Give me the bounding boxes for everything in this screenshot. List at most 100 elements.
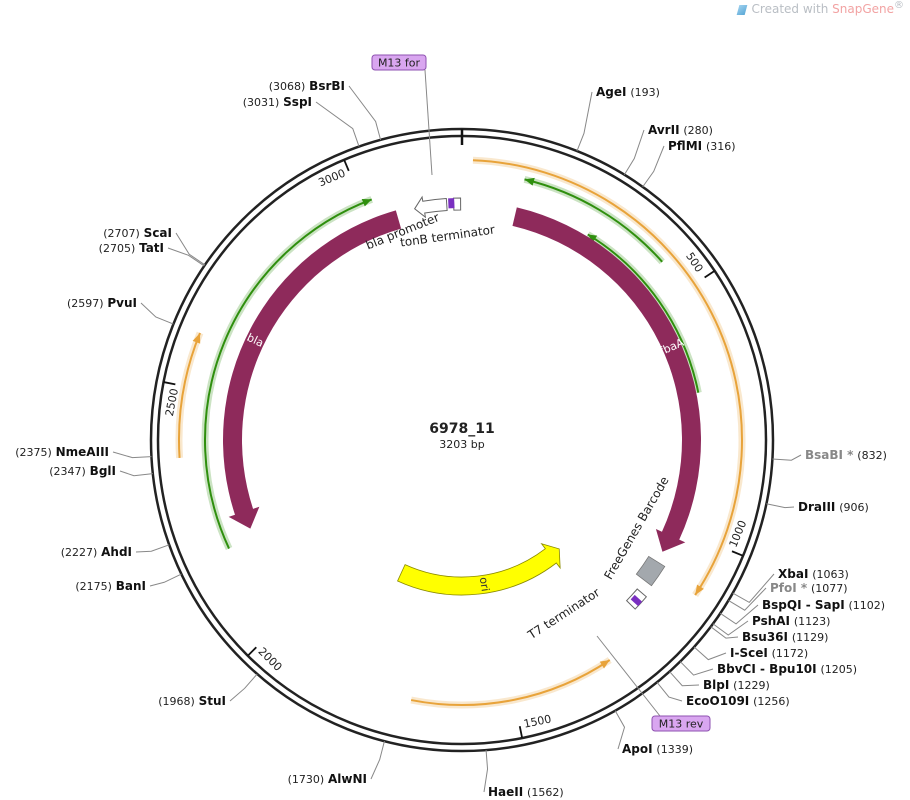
terminator-box xyxy=(452,197,462,211)
site-leader xyxy=(679,661,714,676)
site-position: (1562) xyxy=(527,786,564,799)
site-name: TatI xyxy=(139,241,164,255)
orf-arrowhead xyxy=(361,199,372,207)
site-tati: (2705) TatI xyxy=(99,241,205,267)
site-position: (1205) xyxy=(820,663,857,676)
site-leader xyxy=(167,247,205,267)
orf-arrowhead xyxy=(524,177,535,186)
site-name: BsaBI * xyxy=(805,448,854,462)
site-position: (2375) xyxy=(15,446,52,459)
site-pflmi: PflMI (316) xyxy=(642,139,736,188)
tick-mark xyxy=(247,646,257,657)
site-position: (1229) xyxy=(733,679,770,692)
site-position: (2227) xyxy=(61,546,98,559)
site-position: (193) xyxy=(630,86,660,99)
site-label: (2347) BglI xyxy=(49,464,116,478)
site-ecoo109i: EcoO109I (1256) xyxy=(656,681,790,708)
site-label: (2597) PvuI xyxy=(67,296,137,310)
site-leader xyxy=(712,620,749,636)
site-position: (1129) xyxy=(792,631,829,644)
site-leader xyxy=(772,454,802,461)
site-label: BbvCI - Bpu10I (1205) xyxy=(717,662,857,676)
site-label: AvrII (280) xyxy=(648,123,713,137)
site-name: Bsu36I xyxy=(742,630,788,644)
site-position: (1968) xyxy=(158,695,195,708)
site-label: (3068) BsrBI xyxy=(269,79,345,93)
site-position: (1730) xyxy=(288,773,325,786)
primer-label: M13 rev xyxy=(659,718,704,731)
site-name: DraIII xyxy=(798,500,835,514)
plasmid-size: 3203 bp xyxy=(439,438,484,451)
feature-arrow xyxy=(512,207,701,552)
site-position: (1102) xyxy=(849,599,886,612)
orf-arc xyxy=(472,159,743,596)
site-leader xyxy=(135,544,170,553)
site-name: BspQI - SapI xyxy=(762,598,845,612)
site-position: (2707) xyxy=(103,227,140,240)
orf-arrowhead xyxy=(599,659,610,669)
orf-arc xyxy=(178,332,201,458)
site-scai: (2707) ScaI xyxy=(103,226,206,266)
site-name: BsrBI xyxy=(309,79,345,93)
site-position: (832) xyxy=(857,449,887,462)
site-position: (1172) xyxy=(772,647,809,660)
site-name: SspI xyxy=(283,95,312,109)
orf-halo xyxy=(410,657,612,709)
site-leader xyxy=(348,85,382,140)
site-label: (2707) ScaI xyxy=(103,226,172,240)
tick-mark xyxy=(704,270,716,279)
site-leader xyxy=(728,587,767,611)
site-name: BlpI xyxy=(703,678,729,692)
feature-ori: ori xyxy=(397,542,561,596)
site-label: Bsu36I (1129) xyxy=(742,630,828,644)
site-leader xyxy=(710,626,739,639)
site-xbai: XbaI (1063) xyxy=(732,567,849,604)
site-haeii: HaeII (1562) xyxy=(483,750,564,799)
orf-arrowhead xyxy=(587,234,598,243)
primer-label: M13 for xyxy=(378,57,421,70)
orf-layer xyxy=(175,156,746,709)
site-draiii: DraIII (906) xyxy=(766,500,869,514)
feature-label: ori xyxy=(477,576,492,592)
site-name: BglI xyxy=(90,464,116,478)
feature-label: T7 terminator xyxy=(525,585,603,642)
feature-arrow xyxy=(397,542,561,596)
site-label: HaeII (1562) xyxy=(488,785,564,799)
site-label: DraIII (906) xyxy=(798,500,869,514)
orf-arc xyxy=(410,659,611,706)
site-position: (1123) xyxy=(794,615,831,628)
site-leader xyxy=(656,681,683,702)
site-leader xyxy=(175,232,206,266)
site-leader xyxy=(140,302,174,325)
site-name: NmeAIII xyxy=(56,445,109,459)
site-bsu36i: Bsu36I (1129) xyxy=(710,626,828,644)
site-leader xyxy=(229,673,258,702)
site-leader xyxy=(370,741,385,780)
tick-mark xyxy=(343,159,350,172)
tick-label: 2500 xyxy=(163,387,181,417)
site-position: (2347) xyxy=(49,465,86,478)
site-i-scei: I-SceI (1172) xyxy=(693,646,809,661)
site-label: BspQI - SapI (1102) xyxy=(762,598,885,612)
site-alwni: (1730) AlwNI xyxy=(288,741,385,786)
site-label: BsaBI * (832) xyxy=(805,448,887,462)
site-blpi: BlpI (1229) xyxy=(669,671,770,692)
site-position: (2705) xyxy=(99,242,136,255)
site-position: (3031) xyxy=(243,96,280,109)
site-name: ScaI xyxy=(144,226,172,240)
primer-box xyxy=(371,54,427,71)
site-label: PfoI * (1077) xyxy=(770,581,848,595)
site-leader xyxy=(623,129,645,176)
feature-bla: bla xyxy=(223,210,402,529)
orf-arc xyxy=(524,178,663,263)
site-label: PshAI (1123) xyxy=(752,614,830,628)
site-label: (1730) AlwNI xyxy=(288,772,367,786)
primer-mark xyxy=(630,594,643,607)
promoter-arrow xyxy=(413,195,448,219)
site-pfoi: PfoI * (1077) xyxy=(728,581,848,611)
orf-arrowhead xyxy=(695,584,704,596)
orf-arrowhead xyxy=(192,332,201,344)
barcode-box xyxy=(635,555,666,587)
site-label: (3031) SspI xyxy=(243,95,312,109)
